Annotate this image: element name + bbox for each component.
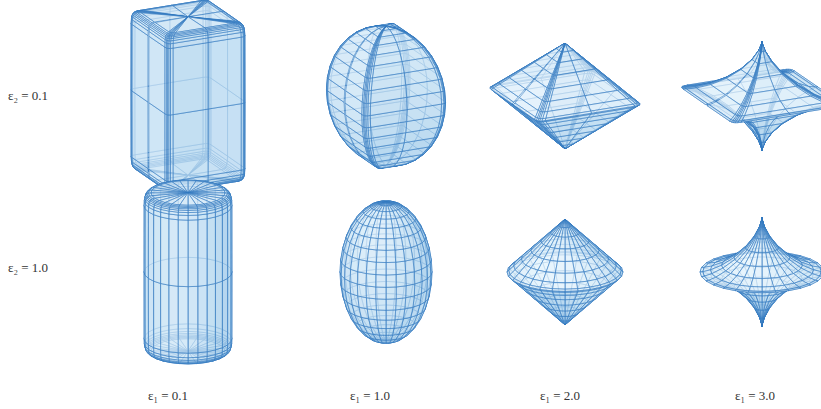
mesh-face <box>132 25 148 103</box>
mesh-face <box>170 48 173 115</box>
mesh-face <box>366 116 368 128</box>
mesh-face <box>171 43 174 48</box>
superquadric-mesh <box>682 41 821 150</box>
superquadric-mesh <box>327 24 446 169</box>
mesh-face <box>540 119 543 121</box>
superquadric-mesh <box>131 0 245 192</box>
mesh-face <box>149 103 165 180</box>
mesh-face <box>169 39 171 41</box>
mesh-face <box>149 36 165 114</box>
mesh-face <box>169 48 171 115</box>
mesh-face <box>208 37 241 109</box>
mesh-face <box>173 43 208 115</box>
mesh-face <box>169 44 171 49</box>
mesh-face <box>173 109 208 181</box>
mesh-face <box>132 91 148 169</box>
mesh-face <box>169 115 171 181</box>
mesh-face <box>169 41 171 44</box>
mesh-face <box>208 104 241 176</box>
superquadric-mesh <box>490 43 640 149</box>
mesh-face <box>170 115 173 182</box>
mesh-face <box>241 103 243 170</box>
mesh-face <box>366 103 368 115</box>
mesh-face <box>241 37 243 104</box>
